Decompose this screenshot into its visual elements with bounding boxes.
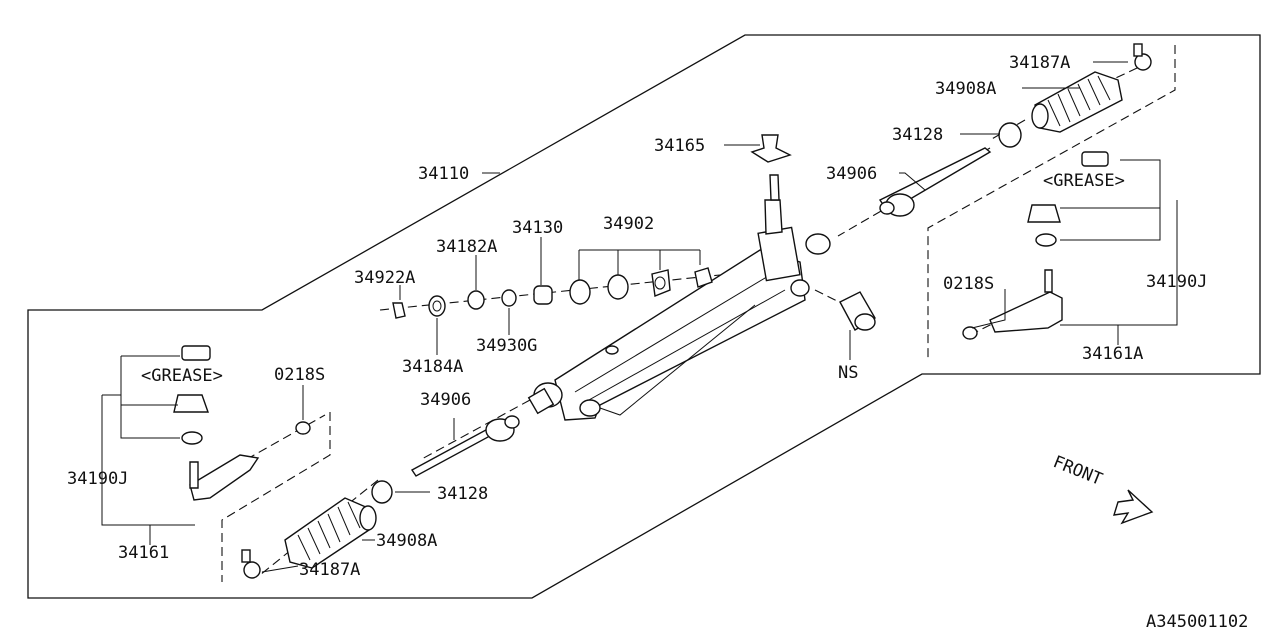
label-ns: NS <box>838 363 858 383</box>
small-parts-row <box>392 267 713 319</box>
label-front: FRONT <box>1050 452 1105 490</box>
label-34161: 34161 <box>118 543 169 563</box>
label-34930G: 34930G <box>476 336 537 356</box>
pinion-dust-cover <box>750 134 792 163</box>
lh-tie-rod-end <box>173 345 311 501</box>
label-34908A-bottom: 34908A <box>376 531 437 551</box>
label-34130: 34130 <box>512 218 563 238</box>
rh-tie-rod-dashed-frame <box>927 45 1176 360</box>
label-34902: 34902 <box>603 214 654 234</box>
label-34165: 34165 <box>654 136 705 156</box>
ns-bush-axis-line <box>814 289 846 306</box>
lh-inner-tie-rod <box>410 415 520 477</box>
label-34908A-top: 34908A <box>935 79 996 99</box>
label-34187A-top: 34187A <box>1009 53 1070 73</box>
leader-lines <box>101 61 1178 573</box>
label-34182A: 34182A <box>436 237 497 257</box>
label-34187A-bottom: 34187A <box>299 560 360 580</box>
label-34190J-left: 34190J <box>67 469 128 489</box>
label-0218S-left: 0218S <box>274 365 325 385</box>
lh-bellows-boot <box>284 497 377 569</box>
label-34161A: 34161A <box>1082 344 1143 364</box>
steering-gear-housing <box>527 174 831 421</box>
diagram-code: A345001102 <box>1146 612 1248 632</box>
front-arrow-icon <box>1113 489 1154 525</box>
label-34184A: 34184A <box>402 357 463 377</box>
rh-inner-tie-rod <box>878 147 992 217</box>
rh-bellows-boot <box>1031 71 1123 133</box>
label-34922A: 34922A <box>354 268 415 288</box>
rh-boot-clip <box>1133 43 1152 71</box>
rh-tie-rod-end <box>962 151 1109 340</box>
ns-bushing <box>839 291 876 331</box>
lh-boot-clamp <box>371 480 393 504</box>
label-34110: 34110 <box>418 164 469 184</box>
label-34128-bottom: 34128 <box>437 484 488 504</box>
label-34906-bottom: 34906 <box>420 390 471 410</box>
lh-tie-rod-dashed-frame <box>221 412 331 582</box>
rh-boot-clamp <box>998 122 1022 148</box>
label-grease-right: <GREASE> <box>1043 171 1125 191</box>
label-0218S-right: 0218S <box>943 274 994 294</box>
label-34190J-right: 34190J <box>1146 272 1207 292</box>
label-34128-top: 34128 <box>892 125 943 145</box>
lh-boot-clip <box>241 549 261 579</box>
label-34906-top: 34906 <box>826 164 877 184</box>
assembly-boundary <box>27 34 1261 599</box>
label-grease-left: <GREASE> <box>141 366 223 386</box>
